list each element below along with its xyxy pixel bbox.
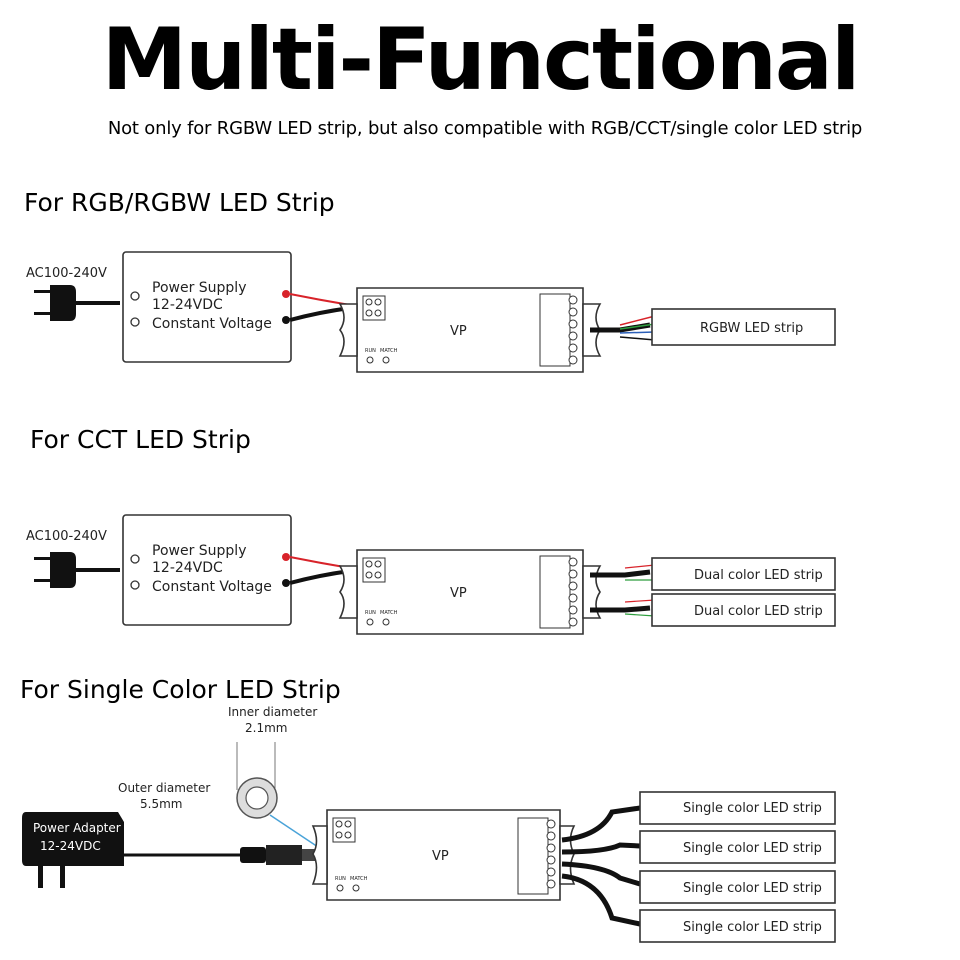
power-supply-voltage: 12-24VDC [152,297,223,313]
vp-controller: VP RUN MATCH [338,549,602,635]
cct-led-strip-2 [651,593,836,627]
rgbw-strip-label: RGBW LED strip [700,321,803,336]
controller-label: VP [450,324,467,339]
vp-controller: VP RUN MATCH [311,809,576,901]
single-strip-label-4: Single color LED strip [683,920,822,935]
single-led-strip-3 [639,870,836,904]
single-led-strip-2 [639,830,836,864]
adapter-label: Power Adapter [33,821,121,835]
controller-label: VP [450,586,467,601]
controller-label: VP [432,849,449,864]
section-heading-rgbw: For RGB/RGBW LED Strip [24,188,335,217]
svg-text:RUN: RUN [335,876,346,882]
cct-led-strip-1 [651,557,836,591]
dc-barrel-jack-icon [236,777,278,819]
inner-diameter-label: Inner diameter [228,705,317,719]
power-supply-voltage: 12-24VDC [152,560,223,576]
power-supply-box [122,514,292,626]
single-strip-label-3: Single color LED strip [683,881,822,896]
page-subtitle: Not only for RGBW LED strip, but also co… [107,118,863,139]
negative-terminal [282,316,290,324]
cct-strip-label-2: Dual color LED strip [694,604,823,619]
power-supply-label: Power Supply [152,280,247,296]
vp-controller: VP RUN MATCH [338,287,602,373]
outer-diameter-label: Outer diameter [118,781,210,795]
single-led-strip-4 [639,909,836,943]
power-supply-type: Constant Voltage [152,579,272,595]
power-adapter-icon: Power Adapter 12-24VDC [22,812,124,888]
svg-text:MATCH: MATCH [380,610,398,616]
ac-plug-icon [34,285,120,321]
single-led-strip-1 [639,791,836,825]
single-color-wiring-group: Inner diameter 2.1mm Outer diameter 5.5m… [22,705,836,943]
power-supply-type: Constant Voltage [152,316,272,332]
outer-diameter-value: 5.5mm [140,797,182,811]
ac-voltage-label: AC100-240V [26,266,107,281]
positive-terminal [282,290,290,298]
section-heading-single: For Single Color LED Strip [20,675,341,704]
svg-text:MATCH: MATCH [350,876,368,882]
single-strip-label-2: Single color LED strip [683,841,822,856]
svg-text:MATCH: MATCH [380,348,398,354]
cct-strip-label-1: Dual color LED strip [694,568,823,583]
page-title: Multi-Functional [101,10,861,110]
adapter-voltage: 12-24VDC [40,839,101,853]
ac-plug-icon [34,552,120,588]
rgbw-led-strip [651,308,836,346]
rgbw-wiring-group: AC100-240V Power Supply 12-24VDC Constan… [26,251,836,373]
svg-text:RUN: RUN [365,348,376,354]
power-supply-box [122,251,292,363]
section-heading-cct: For CCT LED Strip [30,425,251,454]
ac-voltage-label: AC100-240V [26,529,107,544]
dc-plug-icon [240,845,318,865]
svg-text:RUN: RUN [365,610,376,616]
power-supply-label: Power Supply [152,543,247,559]
single-strip-label-1: Single color LED strip [683,801,822,816]
cct-wiring-group: AC100-240V Power Supply 12-24VDC Constan… [26,514,836,635]
inner-diameter-value: 2.1mm [245,721,287,735]
